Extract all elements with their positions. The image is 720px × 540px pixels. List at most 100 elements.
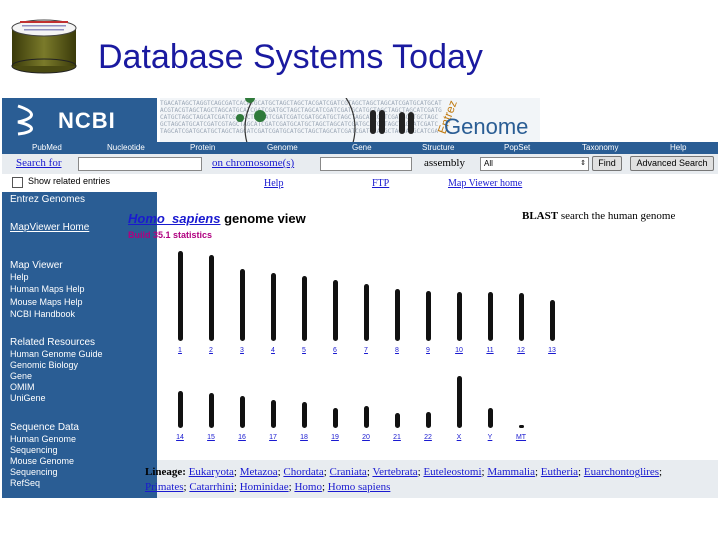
chromosome-4[interactable] [271, 273, 276, 341]
chromosome-10[interactable] [457, 292, 462, 341]
chromosome-label[interactable]: 3 [240, 347, 244, 354]
nav-genome[interactable]: Genome [267, 143, 298, 152]
chromosome-2[interactable] [209, 255, 214, 341]
chromosome-15[interactable] [209, 393, 214, 428]
chromosome-8[interactable] [395, 289, 400, 341]
build-statistics-link[interactable]: Build 35.1 statistics [128, 230, 213, 240]
chromosome-label[interactable]: 20 [362, 434, 370, 441]
chromosome-19[interactable] [333, 408, 338, 428]
chromosome-21[interactable] [395, 413, 400, 428]
lineage-link[interactable]: Euarchontoglires [583, 466, 660, 478]
advanced-search-button[interactable]: Advanced Search [630, 156, 714, 171]
show-related-checkbox[interactable] [12, 177, 23, 188]
chromosome-label[interactable]: 14 [176, 434, 184, 441]
chromosome-label[interactable]: 7 [364, 347, 368, 354]
chromosome-MT[interactable] [519, 425, 524, 428]
nav-help[interactable]: Help [670, 143, 687, 152]
chromosome-label[interactable]: 22 [424, 434, 432, 441]
nav-popset[interactable]: PopSet [504, 143, 531, 152]
chromosome-label[interactable]: 12 [517, 347, 525, 354]
sidebar-mapviewer-home[interactable]: MapViewer Home [10, 222, 90, 233]
chromosome-label[interactable]: 21 [393, 434, 401, 441]
species-link[interactable]: Homo_sapiens [128, 211, 221, 226]
chromosome-label[interactable]: 19 [331, 434, 339, 441]
sidebar-item-human-genome[interactable]: Human Genome [10, 434, 77, 444]
ftp-link[interactable]: FTP [372, 178, 390, 189]
search-input[interactable] [78, 157, 202, 171]
sidebar-item-omim[interactable]: OMIM [10, 382, 35, 392]
search-for-label[interactable]: Search for [16, 157, 62, 169]
sidebar-item-mouse-maps-help[interactable]: Mouse Maps Help [10, 297, 83, 307]
blast-search-link[interactable]: BLAST search the human genome [522, 210, 675, 222]
chromosome-11[interactable] [488, 292, 493, 341]
lineage-link[interactable]: Euteleostomi [423, 466, 482, 478]
chromosome-5[interactable] [302, 276, 307, 341]
lineage-link[interactable]: Metazoa [239, 466, 278, 478]
chromosome-16[interactable] [240, 396, 245, 428]
lineage-link[interactable]: Homo [294, 481, 322, 493]
sidebar-item-gene[interactable]: Gene [10, 371, 33, 381]
chromosome-14[interactable] [178, 391, 183, 428]
lineage-link[interactable]: Craniata [329, 466, 367, 478]
chromosome-label[interactable]: 10 [455, 347, 463, 354]
sidebar-entrez-genomes[interactable]: Entrez Genomes [10, 194, 86, 205]
nav-gene[interactable]: Gene [352, 143, 372, 152]
lineage-link[interactable]: Primates [145, 481, 184, 493]
chromosome-18[interactable] [302, 402, 307, 428]
sidebar-item-ncbi-handbook[interactable]: NCBI Handbook [10, 309, 76, 319]
lineage-link[interactable]: Eukaryota [188, 466, 234, 478]
sidebar-item-refseq[interactable]: RefSeq [10, 478, 41, 488]
lineage-link[interactable]: Hominidae [239, 481, 289, 493]
sidebar-item-unigene[interactable]: UniGene [10, 393, 46, 403]
chromosome-label[interactable]: 5 [302, 347, 306, 354]
lineage-link[interactable]: Catarrhini [189, 481, 234, 493]
chromosome-12[interactable] [519, 293, 524, 341]
chromosome-label[interactable]: 8 [395, 347, 399, 354]
nav-protein[interactable]: Protein [190, 143, 216, 152]
chromosome-label[interactable]: MT [515, 434, 527, 441]
find-button[interactable]: Find [592, 156, 622, 171]
lineage-link[interactable]: Chordata [283, 466, 324, 478]
chromosome-9[interactable] [426, 291, 431, 341]
chromosome-3[interactable] [240, 269, 245, 341]
chromosome-13[interactable] [550, 300, 555, 341]
sidebar-item-help[interactable]: Help [10, 272, 29, 282]
sidebar-item-sequencing-2[interactable]: Sequencing [10, 467, 58, 477]
chromosome-label[interactable]: 11 [486, 347, 494, 354]
chromosome-label[interactable]: 4 [271, 347, 275, 354]
chromosome-1[interactable] [178, 251, 183, 341]
sidebar-item-human-maps-help[interactable]: Human Maps Help [10, 284, 85, 294]
chromosome-17[interactable] [271, 400, 276, 428]
help-link[interactable]: Help [264, 178, 284, 189]
chromosome-input[interactable] [320, 157, 412, 171]
chromosome-6[interactable] [333, 280, 338, 341]
chromosome-22[interactable] [426, 412, 431, 428]
chromosome-label[interactable]: 15 [207, 434, 215, 441]
ncbi-logo[interactable]: NCBI [2, 98, 157, 142]
chromosome-label[interactable]: 2 [209, 347, 213, 354]
nav-taxonomy[interactable]: Taxonomy [582, 143, 619, 152]
chromosome-X[interactable] [457, 376, 462, 428]
nav-structure[interactable]: Structure [422, 143, 455, 152]
lineage-link[interactable]: Mammalia [487, 466, 535, 478]
sidebar-item-genomic-biology[interactable]: Genomic Biology [10, 360, 79, 370]
chromosome-label[interactable]: 9 [426, 347, 430, 354]
on-chromosome-label[interactable]: on chromosome(s) [212, 157, 295, 169]
lineage-link[interactable]: Homo sapiens [327, 481, 391, 493]
lineage-link[interactable]: Vertebrata [372, 466, 418, 478]
chromosome-label[interactable]: 13 [548, 347, 556, 354]
chromosome-label[interactable]: 6 [333, 347, 337, 354]
lineage-link[interactable]: Eutheria [540, 466, 579, 478]
sidebar-item-mouse-genome[interactable]: Mouse Genome [10, 456, 75, 466]
chromosome-label[interactable]: 17 [269, 434, 277, 441]
chromosome-label[interactable]: X [456, 434, 462, 441]
nav-pubmed[interactable]: PubMed [32, 143, 62, 152]
sidebar-item-human-genome-guide[interactable]: Human Genome Guide [10, 349, 103, 359]
nav-nucleotide[interactable]: Nucleotide [107, 143, 145, 152]
chromosome-Y[interactable] [488, 408, 493, 428]
chromosome-label[interactable]: 18 [300, 434, 308, 441]
sidebar-item-sequencing[interactable]: Sequencing [10, 445, 58, 455]
chromosome-20[interactable] [364, 406, 369, 428]
chromosome-label[interactable]: 1 [178, 347, 182, 354]
chromosome-label[interactable]: Y [487, 434, 493, 441]
